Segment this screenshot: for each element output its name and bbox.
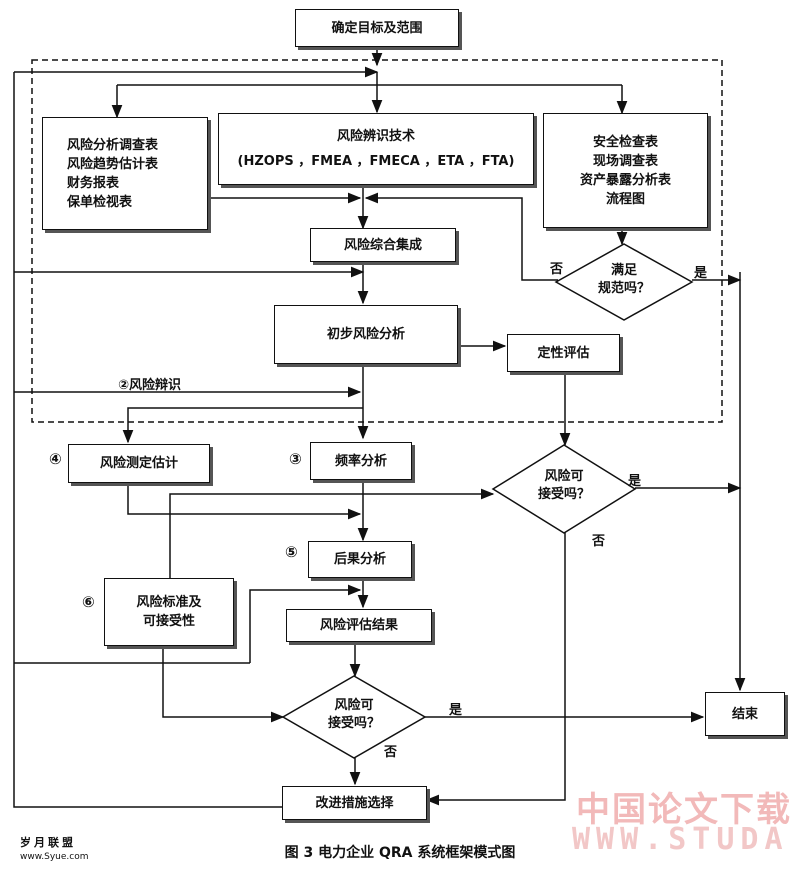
measure-estimate-box: 风险测定估计 [68, 444, 210, 483]
acceptable-2-diamond [281, 675, 427, 759]
marker-5: ⑤ [285, 543, 298, 561]
acceptable-1-line1: 风险可 [544, 469, 584, 484]
qualitative-label: 定性评估 [537, 345, 590, 361]
marker-3: ③ [289, 450, 302, 468]
improvement-label: 改进措施选择 [315, 795, 394, 811]
tool-financial-statement: 财务报表 [67, 175, 120, 191]
right-tools-box: 安全检查表 现场调查表 资产暴露分析表 流程图 [543, 113, 708, 228]
tool-trend-estimate: 风险趋势估计表 [67, 156, 159, 172]
acceptable-1-diamond [491, 444, 637, 534]
define-scope-label: 确定目标及范围 [331, 20, 423, 36]
tool-flow-chart: 流程图 [605, 191, 645, 207]
preliminary-analysis-label: 初步风险分析 [326, 327, 405, 342]
acceptable-2-line2: 接受吗？ [327, 716, 380, 731]
technique-methods: (HZOPS ，FMEA ，FMECA ，ETA ，FTA) [237, 154, 515, 169]
consequence-label: 后果分析 [333, 552, 386, 567]
meet-spec-line1: 满足 [610, 263, 637, 278]
tool-policy-review: 保单检视表 [67, 194, 133, 210]
acceptable-2-text: 风险可 接受吗？ [314, 697, 394, 733]
acceptable-1-text: 风险可 接受吗？ [524, 468, 604, 504]
marker-4: ④ [49, 450, 62, 468]
tool-asset-exposure: 资产暴露分析表 [579, 172, 671, 188]
qualitative-assessment-box: 定性评估 [507, 334, 620, 372]
site-logo: 岁月联盟 [20, 836, 76, 849]
tool-site-survey: 现场调查表 [592, 153, 658, 169]
frequency-label: 频率分析 [334, 453, 387, 469]
yes-acc1-label: 是 [628, 474, 642, 489]
improvement-box: 改进措施选择 [282, 786, 427, 820]
meet-spec-diamond [554, 243, 694, 321]
assessment-result-box: 风险评估结果 [286, 609, 432, 642]
no-spec-label: 否 [550, 262, 564, 277]
meet-spec-line2: 规范吗？ [597, 281, 650, 296]
no-acc1-label: 否 [592, 534, 606, 549]
acceptable-1-line2: 接受吗？ [537, 487, 590, 502]
marker-6: ⑥ [82, 593, 95, 611]
end-box: 结束 [705, 692, 785, 736]
figure-caption: 图 3 电力企业 QRA 系统框架模式图 [284, 845, 516, 861]
end-label: 结束 [731, 706, 758, 722]
identification-technique-box: 风险辨识技术 (HZOPS ，FMEA ，FMECA ，ETA ，FTA) [218, 113, 534, 185]
site-logo-url: www.Syue.com [20, 852, 89, 862]
meet-spec-text: 满足 规范吗？ [584, 262, 664, 298]
criteria-line1: 风险标准及 [136, 595, 202, 610]
consequence-analysis-box: 后果分析 [308, 541, 412, 578]
frequency-analysis-box: 频率分析 [310, 442, 412, 480]
tool-safety-checklist: 安全检查表 [592, 134, 658, 150]
tool-risk-survey: 风险分析调查表 [67, 137, 159, 153]
integration-box: 风险综合集成 [310, 228, 456, 262]
acceptable-2-line1: 风险可 [334, 698, 374, 713]
watermark-en: WWW.STUDA [572, 822, 789, 857]
define-scope-box: 确定目标及范围 [295, 9, 459, 47]
yes-spec-label: 是 [694, 266, 708, 281]
left-tools-box: 风险分析调查表 风险趋势估计表 财务报表 保单检视表 [42, 117, 208, 230]
measure-estimate-label: 风险测定估计 [99, 456, 178, 471]
no-acc2-label: 否 [384, 745, 398, 760]
left-tools-list: 风险分析调查表 风险趋势估计表 财务报表 保单检视表 [67, 136, 158, 212]
integration-label: 风险综合集成 [343, 237, 422, 253]
preliminary-analysis-box: 初步风险分析 [274, 305, 458, 364]
technique-title: 风险辨识技术 [336, 129, 415, 144]
criteria-line2: 可接受性 [142, 614, 195, 629]
watermark-cn: 中国论文下载 [576, 790, 792, 830]
criteria-box: 风险标准及 可接受性 [104, 578, 234, 646]
assessment-result-label: 风险评估结果 [319, 618, 398, 633]
risk-identify-label: ②风险辩识 [118, 378, 182, 393]
yes-acc2-label: 是 [449, 703, 463, 718]
